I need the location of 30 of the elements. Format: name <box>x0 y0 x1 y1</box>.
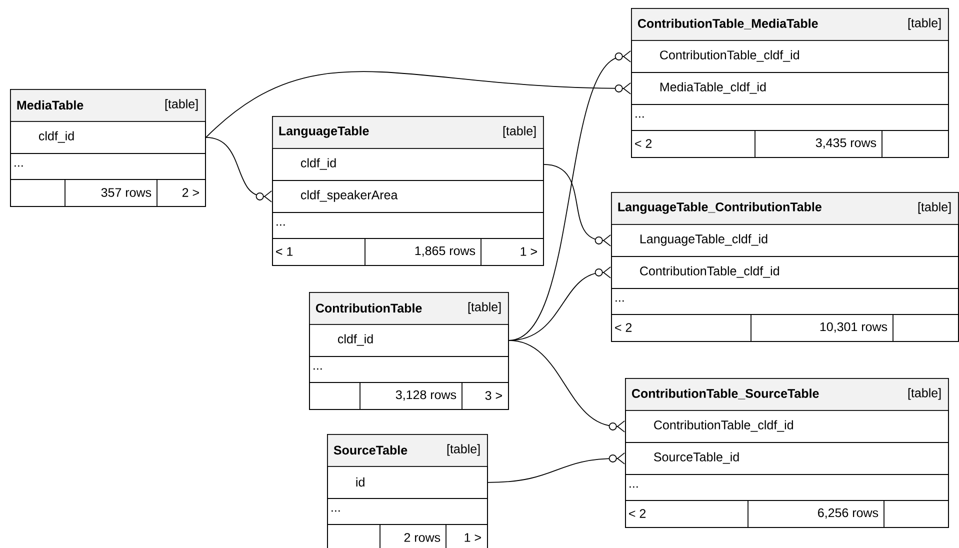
table-footer: 357 rows 2 > <box>10 178 206 207</box>
ellipsis-row: ... <box>611 288 959 315</box>
relationship-line <box>508 340 625 432</box>
table-footer: < 1 1,865 rows 1 > <box>272 238 544 266</box>
ellipsis-row: ... <box>625 474 949 501</box>
table-footer: < 2 10,301 rows <box>611 314 959 342</box>
table-row: ContributionTable_cldf_id <box>631 40 949 73</box>
table-row: LanguageTable_cldf_id <box>611 224 959 257</box>
relationship-line <box>205 137 272 202</box>
table-row: cldf_id <box>309 324 509 357</box>
table-row: SourceTable_id <box>625 442 949 475</box>
relationship-line <box>487 452 625 483</box>
table-row: cldf_speakerArea <box>272 180 544 213</box>
ellipsis-row: ... <box>309 356 509 383</box>
relationship-line <box>205 71 631 138</box>
table-row: ContributionTable_cldf_id <box>625 410 949 443</box>
table-row: cldf_id <box>10 121 206 154</box>
table-row: id <box>327 466 488 499</box>
table-row: cldf_id <box>272 148 544 181</box>
table-footer: 2 rows 1 > <box>327 524 488 548</box>
table-footer: 3,128 rows 3 > <box>309 382 509 410</box>
ellipsis-row: ... <box>631 104 949 131</box>
relationship-line <box>543 164 611 246</box>
table-row: MediaTable_cldf_id <box>631 72 949 105</box>
table-footer: < 2 3,435 rows <box>631 130 949 158</box>
ellipsis-row: ... <box>272 212 544 239</box>
table-row: ContributionTable_cldf_id <box>611 256 959 289</box>
table-footer: < 2 6,256 rows <box>625 500 949 528</box>
ellipsis-row: ... <box>327 498 488 525</box>
ellipsis-row: ... <box>10 153 206 180</box>
